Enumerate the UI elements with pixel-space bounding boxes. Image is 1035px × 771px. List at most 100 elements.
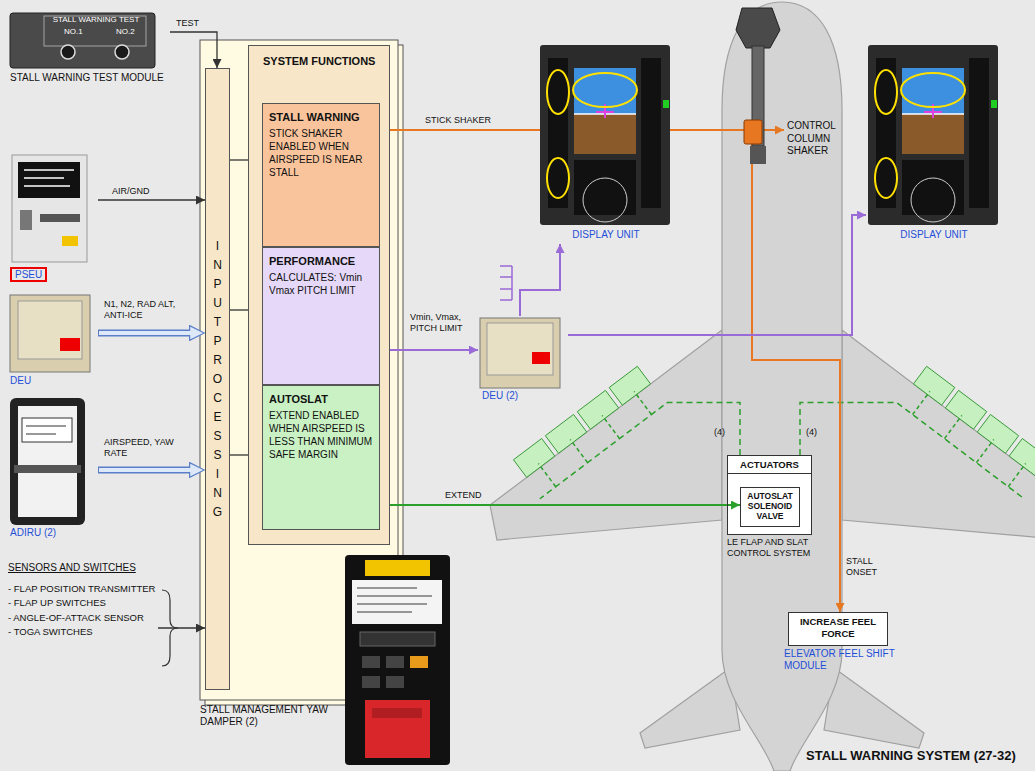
signal-connector [98,330,192,337]
smyd-front-panel [345,555,450,765]
deu-picture [10,295,90,372]
slat [945,390,986,429]
signal-label: Vmin, Vmax, PITCH LIMIT [410,312,474,334]
deu-unit: DEU [8,292,98,392]
left-stabilizer [640,668,740,748]
node-text: DEU [10,375,31,386]
function-box: STALL WARNING STICK SHAKER ENABLED WHEN A… [262,103,380,247]
feel-shift-module: INCREASE FEEL FORCEELEVATOR FEEL SHIFT M… [788,612,888,646]
slat [577,390,618,429]
slat-branch [634,391,651,414]
deu-picture [480,318,560,388]
callout-number: (4) [714,427,725,438]
adiru-unit: ADIRU (2) [8,395,98,545]
node-text: STALL WARNING TEST [44,15,148,24]
display-picture [868,45,998,225]
node-text: ADIRU (2) [10,527,56,538]
signal-label: EXTEND [445,490,482,501]
node-text: SENSORS AND SWITCHES [8,562,158,573]
signal-connector [98,467,192,474]
signal-label: STALL ONSET [846,556,896,578]
node-text: STALL WARNING [269,111,373,123]
slat-branch [1008,464,1025,487]
node-text: STALL WARNING TEST MODULE [10,72,164,83]
signal-connector [170,32,217,68]
node-text: DISPLAY UNIT [866,229,1002,240]
signal-connector [520,244,560,316]
display-unit: DISPLAY UNIT [538,42,674,244]
slat-branch [538,464,555,487]
connector-core [99,331,193,335]
input-processing: INPUT PROCESSING [205,68,230,690]
node-text: INPUT PROCESSING [213,237,223,522]
airplane [490,2,1035,771]
test-module: STALL WARNING TESTNO.1NO.2STALL WARNING … [8,10,170,86]
slat [513,438,554,477]
connector-core [99,468,193,472]
signal-connector [380,130,840,612]
slat-branch [570,439,587,462]
system-functions: SYSTEM FUNCTIONS STALL WARNING STICK SHAKE… [248,45,390,545]
slat-branch [944,415,961,438]
actuator-box: ACTUATORSLE FLAP AND SLAT CONTROL SYSTEM… [727,455,812,535]
node-text: AUTOSLAT SOLENOID VALVE [743,492,797,521]
adiru-picture [10,398,85,525]
sensor-list: SENSORS AND SWITCHES - FLAP POSITION TRAN… [8,562,158,672]
signal-label: AIRSPEED, YAW RATE [104,437,196,459]
node-text: DEU (2) [482,390,518,401]
caption: STALL WARNING SYSTEM (27-32) [806,748,1016,764]
test-panel [10,13,155,68]
control-column [736,8,780,164]
function-box: PERFORMANCECALCULATES: Vmin Vmax PITCH L… [262,247,380,385]
slat-branch [913,391,930,414]
signal-label: N1, N2, RAD ALT, ANTI-ICE [104,299,196,321]
node-text: ELEVATOR FEEL SHIFT MODULE [784,648,899,672]
node-text: EXTEND ENABLED WHEN AIRSPEED IS LESS THA… [269,409,373,461]
node-text: - TOGA SWITCHES [8,626,158,638]
signal-label: TEST [176,18,199,29]
display-unit: DISPLAY UNIT [866,42,1002,244]
slat [1009,438,1035,477]
node-text: AUTOSLAT [269,393,373,405]
node-text: INCREASE FEEL FORCE [793,616,883,640]
pseu-unit: PSEU [8,150,98,285]
node-text: - FLAP UP SWITCHES [8,597,158,609]
shaker-label: CONTROL COLUMN SHAKER [784,118,862,166]
signal-connector [380,504,740,506]
function-box: AUTOSLAT EXTEND ENABLED WHEN AIRSPEED IS … [262,385,380,530]
node-text: PERFORMANCE [269,255,373,267]
callout-number: (4) [806,427,817,438]
signal-connector [158,627,205,628]
hydraulic-line [800,403,1024,499]
slat-group [513,366,1035,498]
node-text: - FLAP POSITION TRANSMITTER [8,583,158,595]
slat [913,366,954,405]
node-text: STALL MANAGEMENT YAW DAMPER (2) [200,704,340,728]
right-stabilizer [824,668,924,748]
signal-connector [380,349,478,351]
slat-branch [602,415,619,438]
node-text: DISPLAY UNIT [538,229,674,240]
pseu-picture [12,155,87,262]
slat-branch [976,439,993,462]
smyd-unit: STALL MANAGEMENT YAW DAMPER (2)INPUT PRO… [200,40,398,700]
node-text: LE FLAP AND SLAT CONTROL SYSTEM [727,537,811,559]
node-text: SYSTEM FUNCTIONS [263,55,375,67]
slat [977,414,1018,453]
slat [609,366,650,405]
deu-unit: DEU (2) [478,316,568,404]
solenoid-valve: AUTOSLAT SOLENOID VALVE [740,487,800,527]
node-text: - ANGLE-OF-ATTACK SENSOR [8,612,158,624]
node-text: PSEU [10,267,47,282]
node-text: NO.2 [116,27,135,36]
node-text: CONTROL COLUMN SHAKER [787,120,859,158]
hydraulic-line [540,403,740,499]
bus-symbol [500,266,512,300]
node-text: STICK SHAKER ENABLED WHEN AIRSPEED IS NE… [269,127,373,179]
slat [545,414,586,453]
signal-label: AIR/GND [112,186,150,197]
signal-connector [98,199,205,200]
node-text: ACTUATORS [728,456,811,474]
actuator-fill [727,455,812,535]
display-picture [540,45,670,225]
